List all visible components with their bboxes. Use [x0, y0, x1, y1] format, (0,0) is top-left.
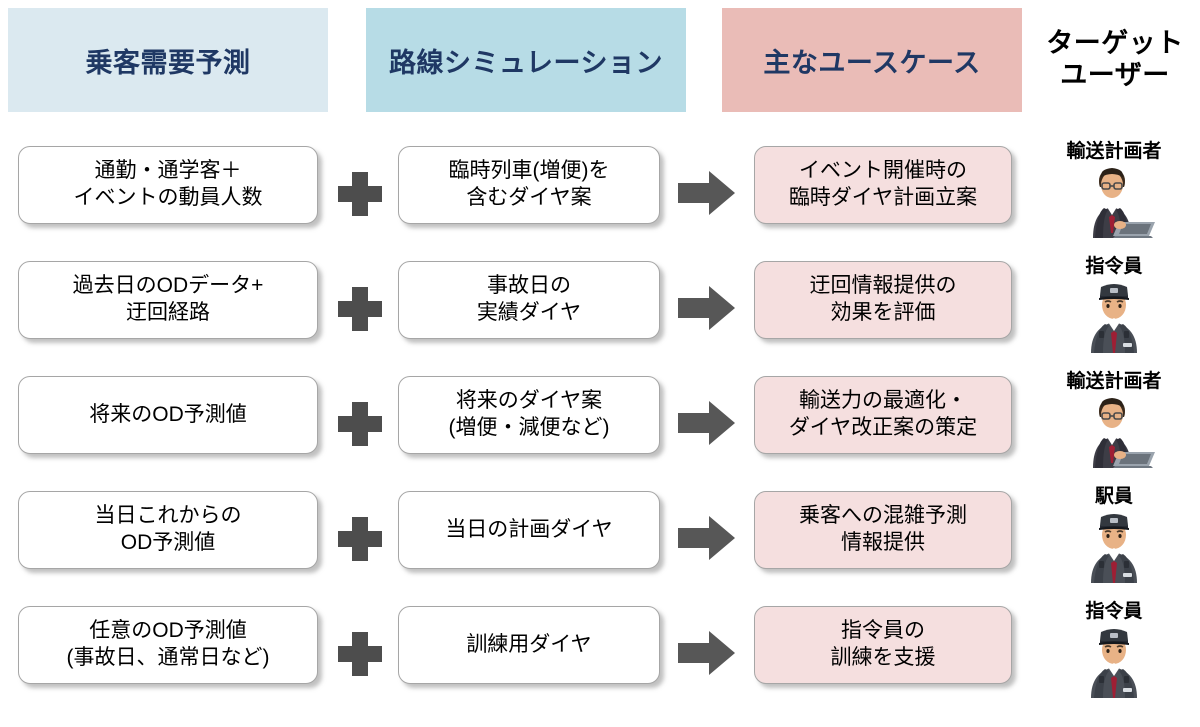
- column-headers: 乗客需要予測 路線シミュレーション 主なユースケース ターゲット ユーザー: [0, 0, 1200, 112]
- header-passenger-demand-label: 乗客需要予測: [85, 47, 251, 78]
- target-user-cell: 指令員: [1028, 594, 1200, 709]
- target-user-cell: 駅員: [1028, 479, 1200, 594]
- usecase-box-line1: 輸送力の最適化・: [799, 389, 967, 413]
- usecase-box-line2: ダイヤ改正案の策定: [788, 416, 978, 439]
- demand-box-line2: (事故日、通常日など): [66, 646, 270, 669]
- simulation-box[interactable]: 事故日の実績ダイヤ: [398, 261, 660, 339]
- target-user-label: 輸送計画者: [1066, 141, 1162, 162]
- arrow-right-icon: [678, 515, 736, 561]
- arrow-right-icon: [678, 170, 736, 216]
- arrow-right-icon: [678, 285, 736, 331]
- header-main-use-cases: 主なユースケース: [722, 8, 1022, 112]
- diagram-rows: 通勤・通学客＋イベントの動員人数臨時列車(増便)を含むダイヤ案イベント開催時の臨…: [0, 134, 1200, 709]
- plus-icon: [338, 517, 382, 561]
- usecase-box[interactable]: 輸送力の最適化・ダイヤ改正案の策定: [754, 376, 1012, 454]
- demand-box[interactable]: 任意のOD予測値 (事故日、通常日など): [18, 606, 318, 684]
- target-user-cell: 指令員: [1028, 249, 1200, 364]
- usecase-box-line2: 効果を評価: [830, 301, 936, 324]
- header-target-user: ターゲット ユーザー: [1030, 8, 1200, 112]
- usecase-box[interactable]: イベント開催時の臨時ダイヤ計画立案: [754, 146, 1012, 224]
- diagram-row: 任意のOD予測値 (事故日、通常日など) 訓練用ダイヤ 指令員の訓練を支援 指令員: [0, 594, 1200, 709]
- station-staff-avatar: [1071, 509, 1157, 583]
- simulation-box-line1: 臨時列車(増便)を: [448, 159, 610, 183]
- target-user-label: 指令員: [1085, 601, 1143, 622]
- target-user-cell: 輸送計画者: [1028, 364, 1200, 479]
- plus-icon: [338, 402, 382, 446]
- demand-box[interactable]: 通勤・通学客＋ イベントの動員人数: [18, 146, 318, 224]
- simulation-box[interactable]: 当日の計画ダイヤ: [398, 491, 660, 569]
- usecase-box[interactable]: 迂回情報提供の効果を評価: [754, 261, 1012, 339]
- dispatcher-avatar: [1071, 624, 1157, 698]
- arrow-right-icon: [678, 630, 736, 676]
- usecase-box-line1: 迂回情報提供の: [809, 274, 957, 298]
- plus-icon: [338, 632, 382, 676]
- usecase-box-line2: 情報提供: [841, 531, 925, 554]
- usecase-box-line2: 訓練を支援: [830, 646, 936, 669]
- demand-box-line1: 過去日のODデータ+: [72, 274, 264, 298]
- usecase-box[interactable]: 乗客への混雑予測情報提供: [754, 491, 1012, 569]
- planner-avatar: [1071, 164, 1157, 238]
- usecase-box[interactable]: 指令員の訓練を支援: [754, 606, 1012, 684]
- target-user-cell: 輸送計画者: [1028, 134, 1200, 249]
- usecase-box-line2: 臨時ダイヤ計画立案: [788, 186, 978, 209]
- simulation-box-line1: 事故日の: [487, 274, 571, 298]
- header-route-simulation: 路線シミュレーション: [366, 8, 686, 112]
- header-target-user-label-line2: ユーザー: [1060, 60, 1170, 90]
- simulation-box[interactable]: 臨時列車(増便)を含むダイヤ案: [398, 146, 660, 224]
- simulation-box[interactable]: 将来のダイヤ案 (増便・減便など): [398, 376, 660, 454]
- header-target-user-label-line1: ターゲット: [1046, 28, 1184, 59]
- usecase-box-line1: 指令員の: [841, 619, 925, 643]
- demand-box-line1: 通勤・通学客＋: [94, 159, 242, 183]
- target-user-label: 輸送計画者: [1066, 371, 1162, 392]
- target-user-label: 指令員: [1085, 256, 1143, 277]
- usecase-box-line1: 乗客への混雑予測: [799, 504, 967, 528]
- demand-box-line1: 将来のOD予測値: [89, 402, 247, 426]
- simulation-box-line2: (増便・減便など): [448, 416, 610, 439]
- header-route-simulation-label: 路線シミュレーション: [389, 47, 663, 78]
- demand-box-line1: 当日これからの: [94, 504, 242, 528]
- demand-box-line2: イベントの動員人数: [73, 186, 263, 209]
- header-passenger-demand: 乗客需要予測: [8, 8, 328, 112]
- demand-box[interactable]: 過去日のODデータ+ 迂回経路: [18, 261, 318, 339]
- simulation-box-line1: 訓練用ダイヤ: [466, 632, 592, 656]
- target-user-label: 駅員: [1094, 486, 1133, 507]
- dispatcher-avatar: [1071, 279, 1157, 353]
- diagram-row: 過去日のODデータ+ 迂回経路 事故日の実績ダイヤ 迂回情報提供の効果を評価 指令員: [0, 249, 1200, 364]
- demand-box[interactable]: 将来のOD予測値: [18, 376, 318, 454]
- header-main-use-cases-label: 主なユースケース: [763, 47, 981, 78]
- simulation-box-line2: 実績ダイヤ: [476, 301, 582, 324]
- plus-icon: [338, 287, 382, 331]
- planner-avatar: [1071, 394, 1157, 468]
- diagram-row: 当日これからの OD予測値 当日の計画ダイヤ 乗客への混雑予測情報提供 駅員: [0, 479, 1200, 594]
- simulation-box-line1: 将来のダイヤ案: [455, 389, 603, 413]
- diagram-row: 将来のOD予測値 将来のダイヤ案 (増便・減便など) 輸送力の最適化・ダイヤ改正案の策…: [0, 364, 1200, 479]
- plus-icon: [338, 172, 382, 216]
- arrow-right-icon: [678, 400, 736, 446]
- demand-box-line2: OD予測値: [120, 531, 216, 554]
- demand-box-line1: 任意のOD予測値: [89, 619, 247, 643]
- diagram-row: 通勤・通学客＋イベントの動員人数臨時列車(増便)を含むダイヤ案イベント開催時の臨…: [0, 134, 1200, 249]
- simulation-box-line2: 含むダイヤ案: [466, 186, 592, 209]
- simulation-box[interactable]: 訓練用ダイヤ: [398, 606, 660, 684]
- demand-box[interactable]: 当日これからの OD予測値: [18, 491, 318, 569]
- demand-box-line2: 迂回経路: [125, 301, 210, 324]
- usecase-box-line1: イベント開催時の: [799, 159, 967, 183]
- simulation-box-line1: 当日の計画ダイヤ: [445, 517, 613, 541]
